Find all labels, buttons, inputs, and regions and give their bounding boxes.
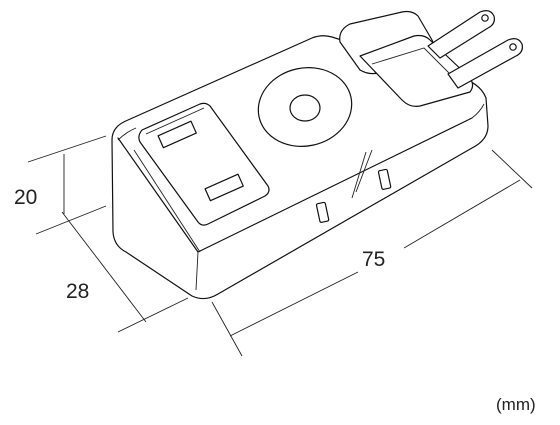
prong-lower [447,38,523,89]
dimension-length [211,149,533,357]
dimension-height [27,135,107,235]
plug-housing [339,10,474,107]
prong-upper [427,10,495,59]
dimension-height-label: 20 [14,186,37,209]
outlet-slot-upper [157,120,197,149]
outlet-face [138,102,270,226]
adapter-body [111,35,489,300]
plug-prongs [427,10,523,89]
dimension-width [61,211,189,333]
dimension-length-label: 75 [362,248,385,271]
outlet-slot-lower [204,173,244,202]
side-slots [315,149,392,223]
reset-button [257,67,353,147]
unit-label: (mm) [496,395,536,414]
dimension-width-label: 28 [66,280,89,303]
